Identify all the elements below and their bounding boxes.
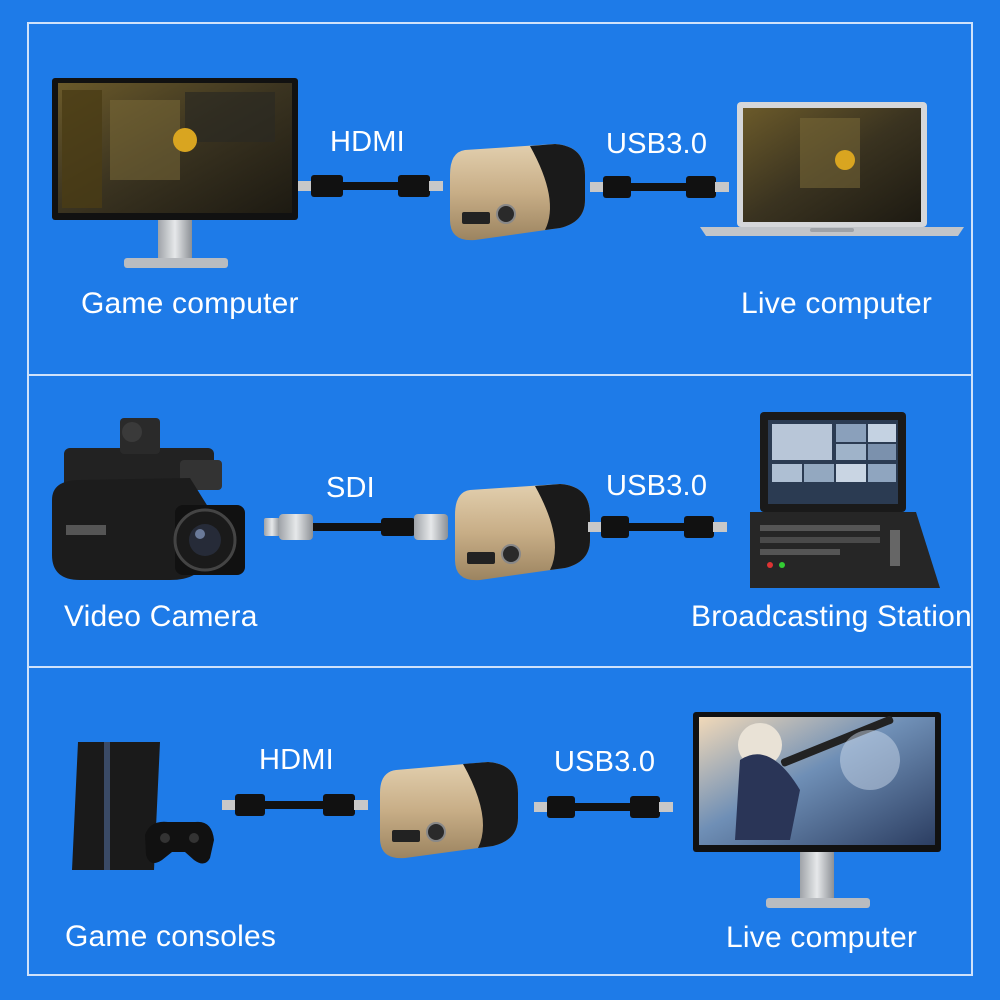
output-cable-label: USB3.0 — [554, 746, 656, 778]
hdmi-cable-icon — [298, 175, 443, 197]
target-label: Broadcasting Station — [691, 600, 972, 633]
output-cable-label: USB3.0 — [606, 470, 708, 502]
source-label: Video Camera — [64, 600, 258, 633]
usb-cable-icon — [590, 176, 729, 198]
target-label: Live computer — [726, 921, 918, 954]
sdi-cable-icon — [264, 514, 448, 540]
source-label: Game computer — [81, 287, 299, 320]
capture-card-icon — [380, 762, 518, 859]
input-cable-label: SDI — [326, 472, 375, 504]
usb-cable-icon — [588, 516, 727, 538]
usb-cable-icon — [534, 796, 673, 818]
input-cable-label: HDMI — [259, 744, 334, 776]
capture-card-icon — [450, 144, 585, 241]
monitor-icon — [693, 712, 941, 908]
broadcast-switcher-icon — [750, 412, 940, 588]
input-cable-label: HDMI — [330, 126, 405, 158]
source-label: Game consoles — [65, 920, 277, 953]
desktop-monitor-icon — [52, 78, 298, 268]
output-cable-label: USB3.0 — [606, 128, 708, 160]
laptop-icon — [700, 102, 964, 236]
capture-card-icon — [455, 484, 590, 581]
game-console-icon — [72, 742, 214, 870]
video-camera-icon — [52, 418, 245, 580]
hdmi-cable-icon — [222, 794, 368, 816]
target-label: Live computer — [741, 287, 933, 320]
connection-panel-game-consoles — [27, 666, 973, 976]
